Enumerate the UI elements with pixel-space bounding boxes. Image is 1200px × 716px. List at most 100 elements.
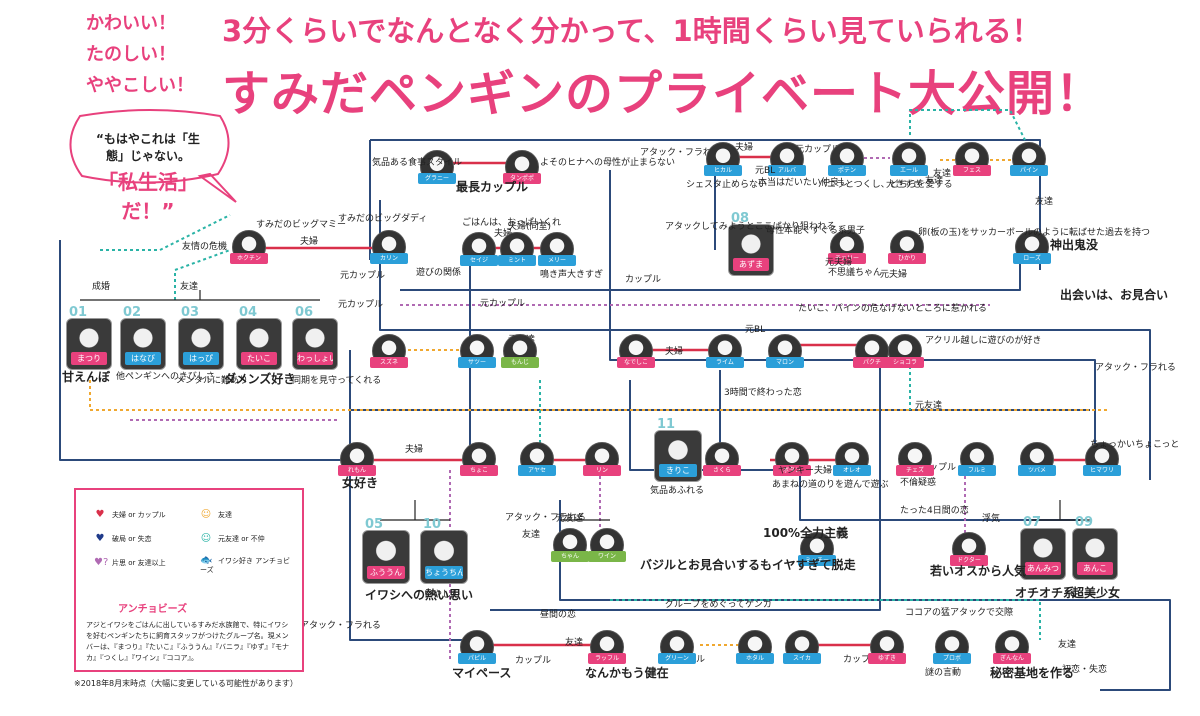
- penguin-node[interactable]: ドクター: [950, 532, 988, 566]
- penguin-node[interactable]: プロボ: [933, 630, 971, 664]
- penguin-node[interactable]: もんじ: [501, 334, 539, 368]
- penguin-node[interactable]: ライム: [706, 334, 744, 368]
- relation-line: [379, 200, 1151, 480]
- penguin-node[interactable]: ゆずき: [868, 630, 906, 664]
- penguin-node[interactable]: チェリー: [828, 230, 866, 264]
- trait-caption: すみだのビッグマミー: [256, 220, 347, 230]
- penguin-node[interactable]: エール: [890, 142, 928, 176]
- legend-label: 友達: [218, 511, 232, 519]
- entry-number: 10: [423, 517, 442, 532]
- anchovy-title: アンチョビーズ: [118, 604, 188, 615]
- node-name: れもん: [338, 465, 376, 476]
- penguin-node[interactable]: アルバ: [768, 142, 806, 176]
- trait-caption: 不倫疑惑: [900, 478, 937, 488]
- crush-heart-icon: ♥?: [94, 557, 109, 568]
- penguin-node[interactable]: フェス: [953, 142, 991, 176]
- penguin-node[interactable]: ちょこ: [460, 442, 498, 476]
- penguin-node[interactable]: ポテン: [828, 142, 866, 176]
- penguin-node[interactable]: パイン: [1010, 142, 1048, 176]
- penguin-node[interactable]: セイジ: [460, 232, 498, 266]
- relation-label: 元友達: [915, 401, 943, 411]
- node-name: マロン: [766, 357, 804, 368]
- trait-caption: 同期を見守ってくれる: [292, 376, 382, 386]
- trait-caption: バニラとつくし、どちらを愛する: [818, 180, 953, 190]
- node-name: さくら: [703, 465, 741, 476]
- penguin-node[interactable]: カリン: [370, 230, 408, 264]
- trait-caption: 元BL: [755, 166, 776, 176]
- heart-icon: ♥: [95, 509, 105, 520]
- legend-item: ☺友達: [200, 510, 232, 520]
- penguin-node[interactable]: ワイン: [588, 528, 626, 562]
- speech-bubble-shape: [69, 109, 237, 203]
- penguin-node[interactable]: ミント: [498, 232, 536, 266]
- penguin-node[interactable]: リン: [583, 442, 621, 476]
- trait-caption: 昼間の恋: [540, 610, 577, 620]
- trait-caption: 友達: [925, 176, 944, 186]
- penguin-node[interactable]: ぎんなん: [993, 630, 1031, 664]
- header-tagline: かわいい！ たのしい！ ややこしい！: [86, 8, 221, 101]
- legend-item: ♥破局 or 失恋: [94, 534, 152, 544]
- penguin-node[interactable]: ボタン: [773, 442, 811, 476]
- penguin-node[interactable]: ちゃん: [551, 528, 589, 562]
- node-name: スズネ: [370, 357, 408, 368]
- legend-item: 🐟イワシ好き アンチョビーズ: [200, 556, 296, 575]
- penguin-node[interactable]: チェズ: [896, 442, 934, 476]
- penguin-node[interactable]: ラッフル: [588, 630, 626, 664]
- penguin-node[interactable]: ローズ: [1013, 230, 1051, 264]
- penguin-node[interactable]: ホタル: [736, 630, 774, 664]
- penguin-node[interactable]: ホクチン: [230, 230, 268, 264]
- penguin-node[interactable]: さくら: [703, 442, 741, 476]
- penguin-node[interactable]: タンポポ: [503, 150, 541, 184]
- trait-caption: 若いオスから人気: [930, 564, 1027, 578]
- penguin-node[interactable]: なでしこ: [617, 334, 655, 368]
- entry-number: 07: [1023, 515, 1042, 530]
- penguin-node[interactable]: メリー: [538, 232, 576, 266]
- trait-caption: 不思議ちゃん: [828, 268, 883, 278]
- trait-caption: 100%全力主義: [763, 526, 849, 540]
- penguin-node[interactable]: ツバメ: [1018, 442, 1056, 476]
- penguin-node[interactable]: オレオ: [833, 442, 871, 476]
- penguin-node[interactable]: れもん: [338, 442, 376, 476]
- node-name: サツー: [458, 357, 496, 368]
- node-name: セイジ: [460, 255, 498, 266]
- penguin-node[interactable]: パピル: [458, 630, 496, 664]
- trait-caption: 気品ある食事スタイル: [372, 158, 463, 168]
- penguin-node[interactable]: グリーン: [658, 630, 696, 664]
- trait-caption: 甘えんぼ: [62, 370, 111, 384]
- node-name: ワイン: [588, 551, 626, 562]
- legend-label: 夫婦 or カップル: [112, 511, 166, 519]
- entry-number: 08: [731, 211, 750, 226]
- penguin-node[interactable]: ショコラ: [886, 334, 924, 368]
- penguin-node[interactable]: グラニー: [418, 150, 456, 184]
- penguin-node[interactable]: サツー: [458, 334, 496, 368]
- penguin-node[interactable]: ミッチー: [798, 532, 836, 566]
- legend-box: ♥夫婦 or カップル ♥破局 or 失恋 ♥?片思 or 友達以上 ☺友達 ☺…: [74, 488, 304, 672]
- penguin-node[interactable]: パクチ: [853, 334, 891, 368]
- node-name: グリーン: [658, 653, 696, 664]
- node-name: もんじ: [501, 357, 539, 368]
- relation-label: アタック・フラれる: [640, 148, 721, 158]
- penguin-node[interactable]: ひかり: [888, 230, 926, 264]
- node-name: ボタン: [773, 465, 811, 476]
- penguin-node[interactable]: スズネ: [370, 334, 408, 368]
- trait-caption: 出会いは、お見合い: [1060, 288, 1169, 302]
- node-name: ホタル: [736, 653, 774, 664]
- penguin-node[interactable]: スイカ: [783, 630, 821, 664]
- trait-caption: メンタルに難あり: [176, 376, 249, 386]
- penguin-node[interactable]: ヒカル: [704, 142, 742, 176]
- penguin-node[interactable]: マロン: [766, 334, 804, 368]
- penguin-node[interactable]: フルミ: [958, 442, 996, 476]
- penguin-node[interactable]: アヤセ: [518, 442, 556, 476]
- penguin-node[interactable]: ヒマワリ: [1083, 442, 1121, 476]
